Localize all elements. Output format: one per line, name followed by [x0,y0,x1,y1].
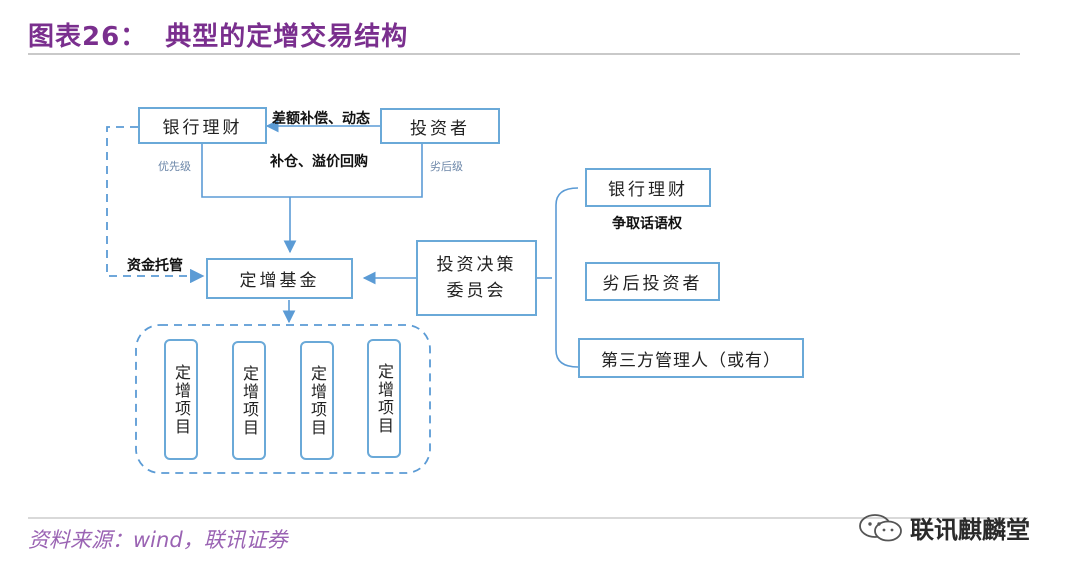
node-committee: 投资决策 委员会 [416,240,537,316]
node-bank-wealth: 银行理财 [138,107,267,144]
footer-divider [28,517,1028,519]
node-bank-wealth-right: 银行理财 [585,168,711,207]
figure-title-text: 典型的定增交易结构 [165,22,409,52]
figure-title: 图表26： 典型的定增交易结构 [28,16,408,53]
connector-bank-down [201,144,423,198]
brand-name: 联讯麒麟堂 [910,516,1030,544]
custody-dashed-line [106,126,205,284]
label-junior-tier: 劣后级 [430,160,463,173]
node-project-2: 定增项目 [232,341,266,460]
node-project-3: 定增项目 [300,341,334,460]
bracket-right [555,187,579,368]
node-project-4: 定增项目 [367,339,401,458]
node-third-party: 第三方管理人（或有） [578,338,804,378]
label-top-line2: 补仓、溢价回购 [270,154,368,170]
wechat-icon [859,513,902,541]
label-custody: 资金托管 [127,258,183,274]
node-investor: 投资者 [380,108,500,144]
figure-label: 图表26： [28,22,148,52]
node-junior-investor: 劣后投资者 [585,262,720,301]
label-top-line1: 差额补偿、动态 [272,111,370,127]
label-priority-tier: 优先级 [158,160,191,173]
header-divider [28,53,1020,55]
node-project-1: 定增项目 [164,339,198,460]
brand-watermark: 联讯麒麟堂 [858,510,1030,545]
label-voice: 争取话语权 [612,216,682,232]
source-note: 资料来源：wind，联讯证券 [28,528,288,552]
node-fund: 定增基金 [206,258,353,299]
